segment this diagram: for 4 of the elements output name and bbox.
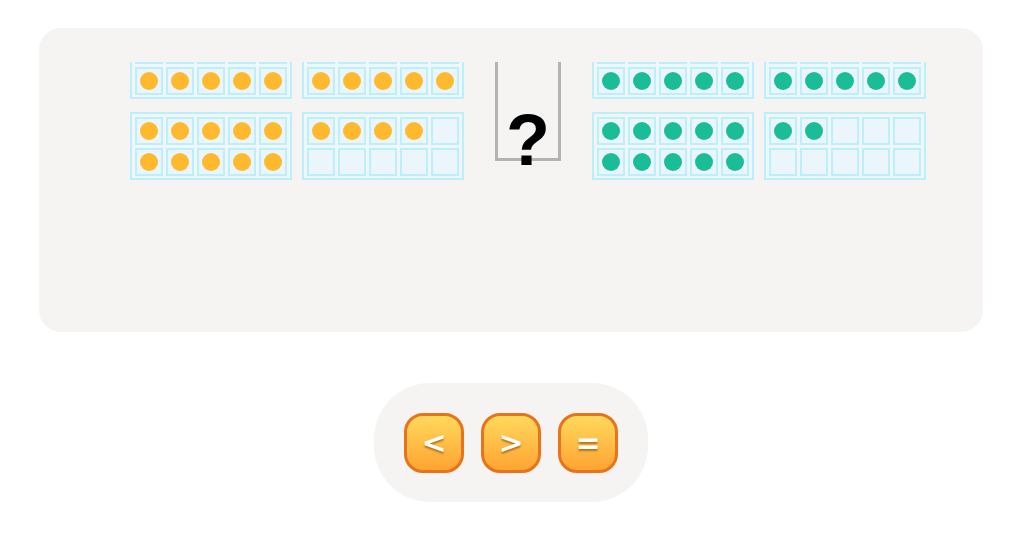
equals-button: = [558,413,618,473]
greater-than-button: > [481,413,541,473]
less-than-button: < [404,413,464,473]
question-mark: ? [506,110,550,170]
